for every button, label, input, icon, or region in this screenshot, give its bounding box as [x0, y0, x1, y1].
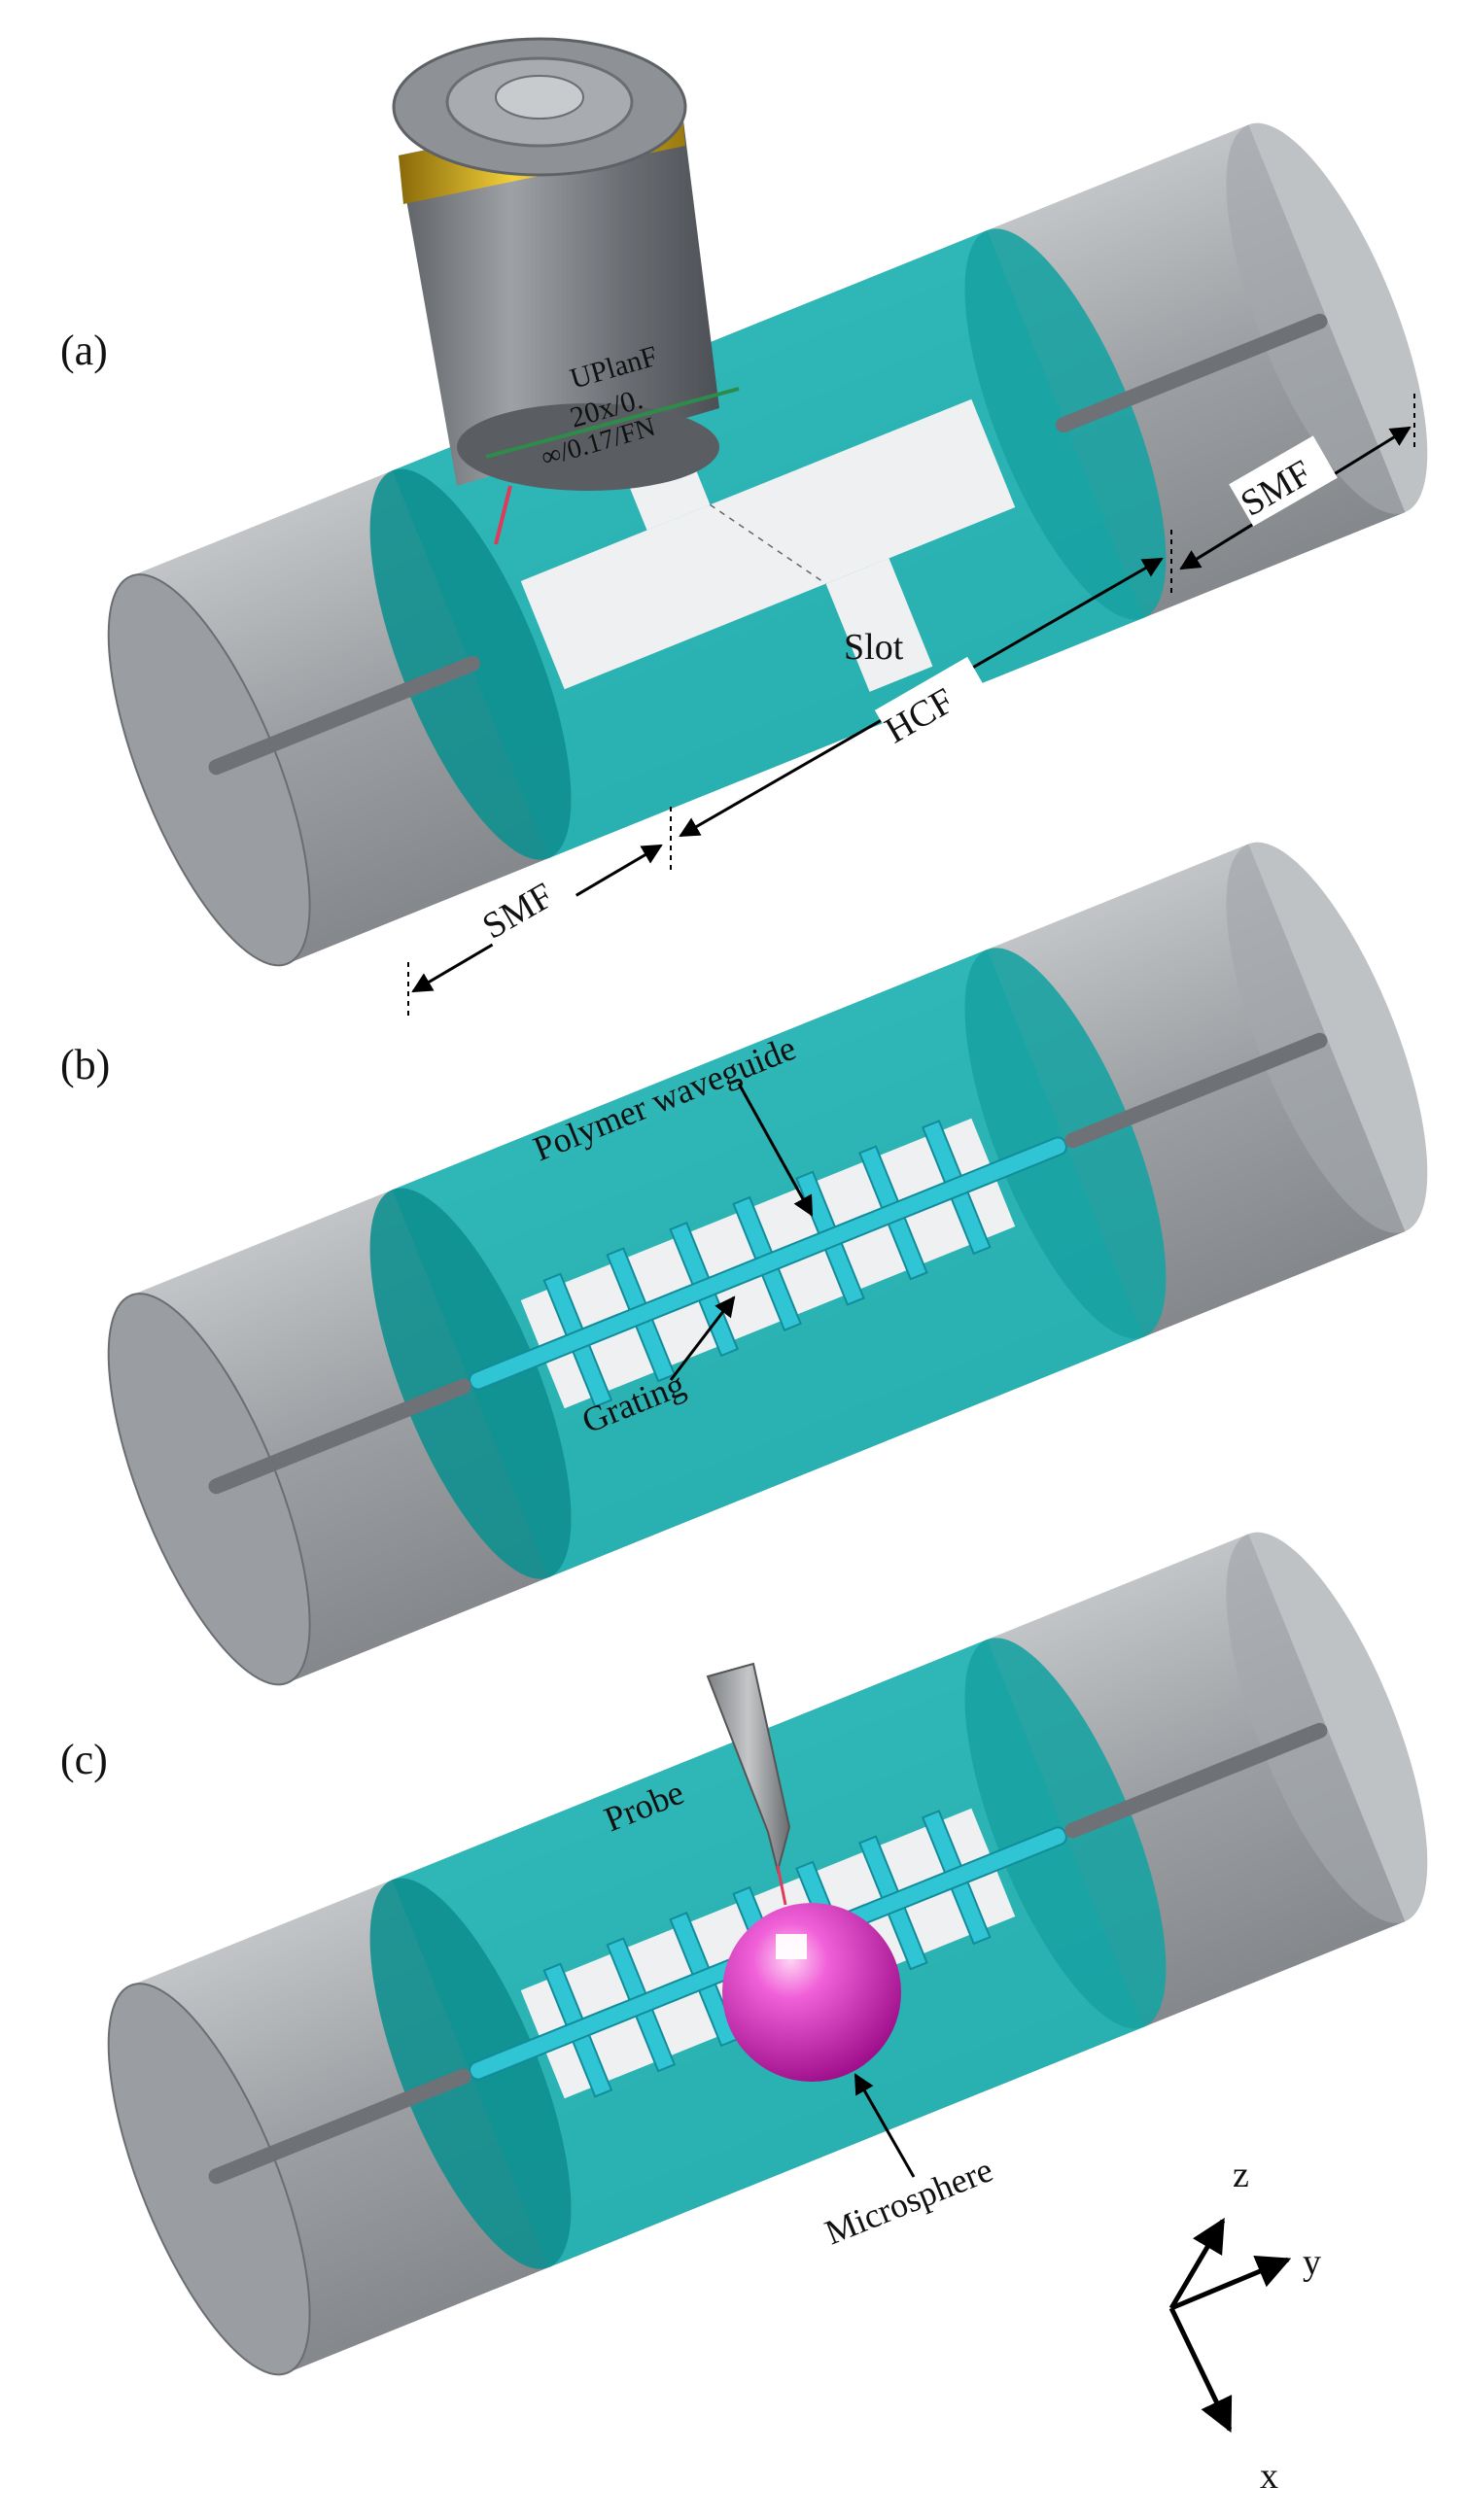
grating-arrow: [669, 1295, 736, 1381]
fiber-cylinder-a: [107, 122, 1428, 967]
y-axis-label: y: [1303, 2242, 1321, 2283]
microsphere-arrow: [854, 2073, 916, 2178]
panel-a-label: (a): [60, 327, 108, 374]
slot-label: Slot: [844, 627, 904, 668]
microsphere: [722, 1903, 901, 2082]
smf-core-right: [1056, 313, 1328, 433]
x-axis-label: x: [1260, 2456, 1278, 2497]
smf-core-left: [208, 1378, 471, 1495]
objective-lens: UPlanF 20x/0. ∞/0.17/FN: [392, 37, 740, 545]
smf-core-right: [1064, 1722, 1328, 1839]
laser-beam: [494, 485, 512, 545]
microsphere-label: Microsphere: [819, 2150, 998, 2252]
panel-c: (c) Probe Microsphere: [60, 1532, 1428, 2376]
smf-core-right: [1064, 1032, 1328, 1149]
y-axis-arrow: [1170, 2255, 1292, 2311]
x-axis-arrow: [1168, 2306, 1233, 2434]
z-axis-arrow: [1168, 2217, 1226, 2310]
smf-core-left: [208, 655, 480, 776]
panel-c-label: (c): [60, 1736, 108, 1783]
panel-b-label: (b): [60, 1041, 110, 1088]
polymer-waveguide-arrow: [737, 1083, 814, 1217]
panel-a: UPlanF 20x/0. ∞/0.17/FN (a) Slot HCF SMF…: [60, 37, 1428, 1016]
z-axis-label: z: [1233, 2155, 1249, 2195]
smf-core-left: [208, 2068, 471, 2185]
coordinate-axes: [1168, 2217, 1292, 2434]
probe: [706, 1662, 791, 1906]
